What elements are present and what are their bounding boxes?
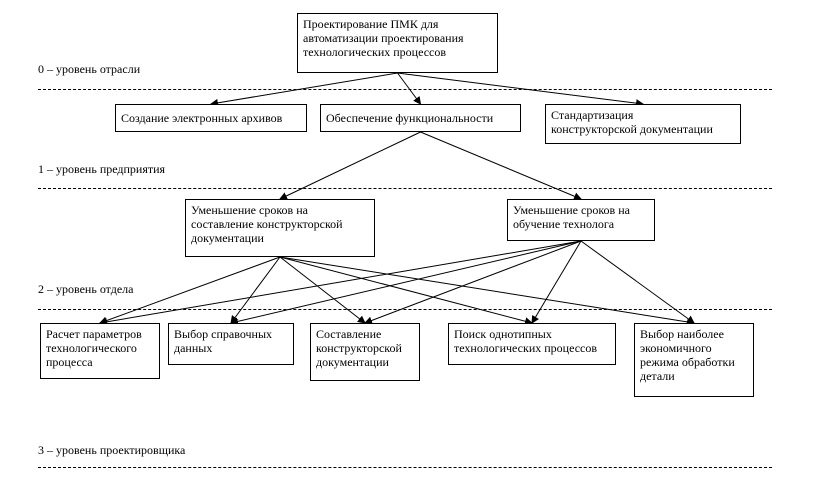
level-divider-3: [38, 467, 772, 468]
node-standardization: Стандартизация конструкторской документа…: [545, 104, 741, 144]
node-calc-params: Расчет параметров технологического проце…: [40, 323, 160, 379]
node-reduce-docs: Уменьшение сроков на составление констру…: [185, 199, 375, 257]
level-divider-1: [38, 188, 772, 189]
node-archives: Создание электронных архивов: [115, 104, 307, 132]
edge-reduce_training-to-compose_docs: [364, 240, 582, 325]
node-functionality: Обеспечение функциональности: [320, 104, 521, 132]
level-label-3: 3 – уровень проектировщика: [38, 443, 186, 457]
edge-reduce_training-to-search_processes: [531, 240, 582, 324]
edge-root-to-standardization: [397, 72, 644, 108]
edge-reduce_training-to-reference_data: [230, 240, 582, 326]
edge-root-to-archives: [210, 72, 398, 107]
node-reduce-training: Уменьшение сроков на обучение технолога: [507, 199, 655, 241]
edge-reduce_training-to-economic_mode: [580, 240, 695, 324]
edge-functionality-to-reduce_training: [420, 131, 582, 200]
level-divider-0: [38, 89, 772, 90]
node-compose-docs: Составление конструкторской документации: [310, 323, 420, 381]
edge-reduce_docs-to-reference_data: [230, 256, 281, 324]
node-root: Проектирование ПМК для автоматизации про…: [297, 13, 498, 73]
edge-reduce_docs-to-search_processes: [279, 256, 533, 326]
level-label-0: 0 – уровень отрасли: [38, 62, 141, 76]
edge-functionality-to-reduce_docs: [279, 131, 421, 200]
level-divider-2: [38, 309, 772, 310]
edge-root-to-functionality: [397, 72, 422, 105]
edge-reduce_docs-to-calc_params: [99, 256, 281, 325]
node-economic-mode: Выбор наиболее экономичного режима обраб…: [634, 323, 754, 397]
edge-reduce_docs-to-economic_mode: [279, 256, 695, 326]
node-search-processes: Поиск однотипных технологических процесс…: [448, 323, 616, 365]
node-reference-data: Выбор справочных данных: [168, 323, 294, 365]
level-label-1: 1 – уровень предприятия: [38, 162, 166, 176]
edge-reduce_training-to-calc_params: [99, 240, 582, 326]
edge-reduce_docs-to-compose_docs: [279, 256, 366, 324]
level-label-2: 2 – уровень отдела: [38, 282, 134, 296]
